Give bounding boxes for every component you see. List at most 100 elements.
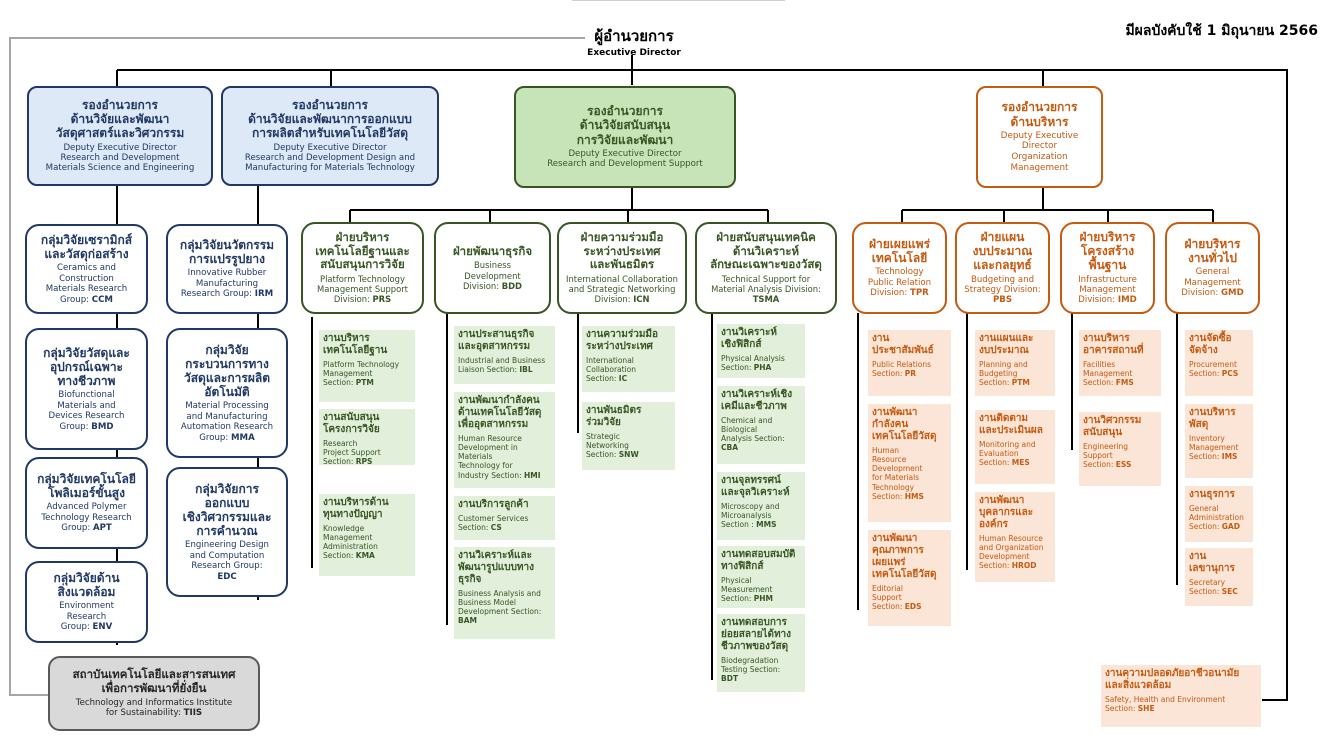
unit-code: PTM	[1011, 378, 1030, 388]
deputy-materials-science: รองอำนวยการด้านวิจัยและพัฒนาวัสดุศาสตร์แ…	[27, 86, 213, 186]
institute-tiis: สถาบันเทคโนโลยีและสารสนเทศเพื่อการพัฒนาท…	[48, 656, 260, 731]
unit-code: PR	[904, 369, 917, 379]
unit-code: TPR	[909, 288, 929, 299]
unit-code: IMS	[1221, 452, 1238, 462]
deputy-organization-management-th: รองอำนวยการด้านบริหาร	[1001, 100, 1078, 129]
unit-code: IRM	[254, 289, 274, 300]
unit-code: HROD	[1011, 561, 1037, 571]
research-group-mma-th: กลุ่มวิจัยกระบวนการทางวัสดุและการผลิตอัต…	[183, 342, 270, 400]
division-tsma: ฝ่ายสนับสนุนเทคนิคด้านวิเคราะห์ลักษณะเฉพ…	[695, 222, 837, 314]
research-group-env-th: กลุ่มวิจัยด้านสิ่งแวดล้อม	[53, 571, 120, 600]
section-she-th: งานความปลอดภัยอาชีวอนามัยและสิ่งแวดล้อม	[1105, 668, 1240, 691]
section-hmi-th: งานพัฒนากำลังคนด้านเทคโนโลยีวัสดุเพื่ออุ…	[458, 395, 542, 430]
division-prs: ฝ่ายบริหารเทคโนโลยีฐานและสนับสนุนการวิจั…	[301, 222, 424, 314]
section-fms-th: งานบริหารอาคารสถานที่	[1083, 333, 1144, 356]
deputy-rd-support-th: รองอำนวยการด้านวิจัยสนับสนุนการวิจัยและพ…	[576, 104, 674, 147]
research-group-edc: กลุ่มวิจัยการออกแบบเชิงวิศวกรรมและการคำน…	[166, 467, 288, 597]
section-eds-th: งานพัฒนาคุณภาพการเผยแพร่เทคโนโลยีวัสดุ	[872, 533, 937, 580]
section-bdt-th: งานทดสอบการย่อยสลายได้ทางชีวภาพของวัสดุ	[721, 617, 792, 652]
unit-code: EDS	[904, 602, 922, 612]
deputy-materials-science-th: รองอำนวยการด้านวิจัยและพัฒนาวัสดุศาสตร์แ…	[55, 98, 185, 141]
deputy-design-manufacturing: รองอำนวยการด้านวิจัยและพัฒนาการออกแบบการ…	[221, 86, 439, 186]
section-cba-th: งานวิเคราะห์เชิงเคมีและชีวภาพ	[721, 389, 793, 412]
executive-director: ผู้อำนวยการ Executive Director	[560, 24, 708, 58]
section-snw-th: งานพันธมิตรร่วมวิจัย	[586, 405, 642, 428]
institute-tiis-th: สถาบันเทคโนโลยีและสารสนเทศเพื่อการพัฒนาท…	[72, 667, 236, 696]
division-pbs-th: ฝ่ายแผนงบประมาณและกลยุทธ์	[972, 230, 1033, 273]
section-ess-th: งานวิศวกรรมสนับสนุน	[1083, 415, 1142, 438]
section-mms: งานจุลทรรศน์และจุลวิเคราะห์ Microscopy an…	[717, 472, 805, 540]
section-pr-th: งานประชาสัมพันธ์	[872, 333, 934, 356]
unit-code: IMD	[1117, 295, 1137, 306]
deputy-design-manufacturing-th: รองอำนวยการด้านวิจัยและพัฒนาการออกแบบการ…	[248, 98, 412, 141]
effective-date: มีผลบังคับใช้ 1 มิถุนายน 2566	[1125, 23, 1318, 39]
unit-code: HMI	[524, 470, 541, 480]
unit-code: PTM	[355, 378, 374, 388]
section-bdt: งานทดสอบการย่อยสลายได้ทางชีวภาพของวัสดุB…	[717, 614, 805, 692]
unit-code: APT	[92, 523, 112, 534]
section-pcs-th: งานจัดซื้อจัดจ้าง	[1189, 333, 1232, 356]
division-gmd-th: ฝ่ายบริหารงานทั่วไป	[1184, 237, 1241, 266]
unit-code: MMA	[231, 432, 255, 443]
section-mms-th: งานจุลทรรศน์และจุลวิเคราะห์	[721, 475, 790, 498]
